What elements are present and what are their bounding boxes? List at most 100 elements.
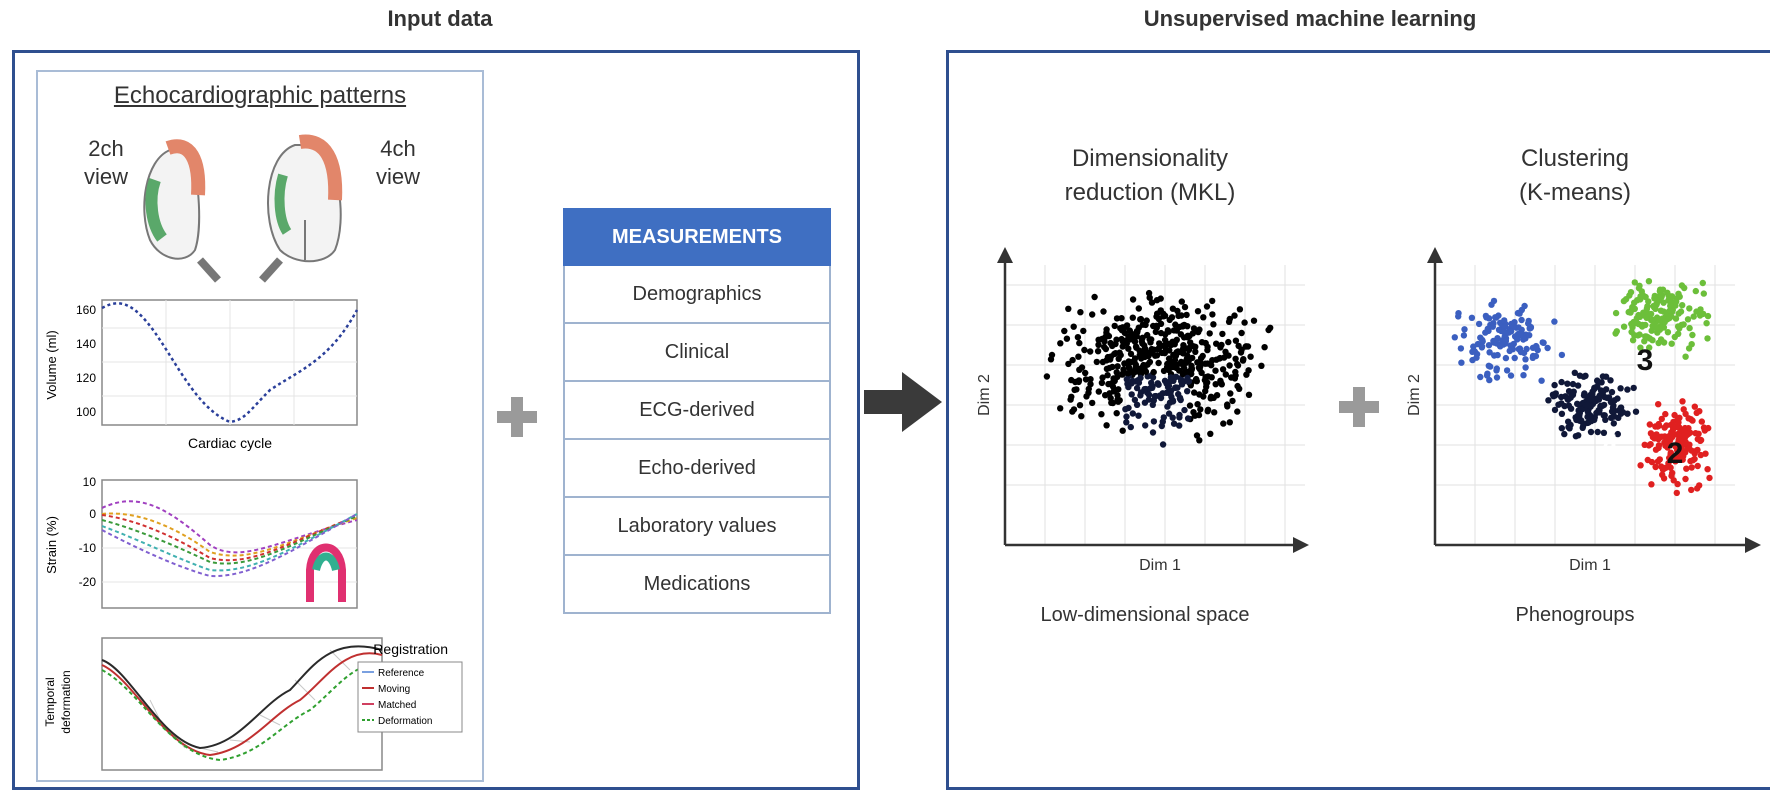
scatter-point — [1175, 390, 1182, 398]
view-2ch-label: 2ch view — [84, 135, 128, 191]
scatter-point — [1225, 338, 1232, 346]
scatter-point — [1129, 334, 1136, 341]
right-arrow-icon — [864, 372, 942, 432]
cluster-4-point — [1578, 406, 1585, 413]
scatter-point — [1180, 334, 1188, 341]
scatter-point — [1133, 401, 1141, 408]
cluster-1-point — [1523, 345, 1530, 353]
cluster-1-point — [1477, 373, 1484, 381]
scatter-point — [1129, 410, 1136, 417]
scatter-point — [1139, 321, 1147, 328]
scatter-point — [1238, 329, 1245, 337]
cluster-3-point — [1656, 317, 1663, 324]
strain-curve-yellow — [101, 512, 358, 557]
scatter-point — [1115, 386, 1122, 393]
cluster-4-point — [1614, 430, 1621, 438]
cluster-4-point — [1611, 397, 1618, 404]
scatter-point — [1166, 399, 1174, 406]
scatter-point — [1129, 314, 1136, 321]
cluster-3-point — [1631, 279, 1638, 286]
scatter-point — [1148, 379, 1155, 387]
scatter-point — [1203, 303, 1211, 310]
volume-plot: 160 140 120 100 Cardiac cycle Volume (ml… — [44, 299, 359, 451]
cluster-3-point — [1628, 328, 1635, 336]
scatter-point — [1174, 384, 1181, 391]
view-4ch-label: 4ch view — [376, 135, 420, 191]
scatter-point — [1063, 335, 1071, 342]
scatter-point — [1188, 366, 1195, 374]
scatter-point — [1231, 375, 1239, 382]
cluster-1-point — [1522, 356, 1529, 363]
cluster-2-point — [1692, 430, 1699, 437]
scatter-point — [1127, 350, 1135, 358]
scatter-point — [1224, 403, 1231, 410]
cluster-3-point — [1658, 293, 1665, 301]
plus-icon-right — [1339, 387, 1379, 427]
strain-ytick-10: 10 — [83, 475, 97, 489]
scatter-point — [1142, 422, 1149, 429]
cluster-1-point — [1517, 348, 1525, 356]
clustering-scatter: 3 4 2 Dim 1 Dim 2 — [1406, 247, 1761, 574]
cluster-1-point — [1502, 354, 1510, 362]
cluster-1-point — [1486, 349, 1493, 356]
cluster-2-point — [1696, 482, 1703, 489]
cluster-3-point — [1613, 328, 1620, 335]
scatter-point — [1190, 325, 1198, 332]
strain-ylabel: Strain (%) — [44, 516, 59, 574]
cluster-2-point — [1648, 481, 1655, 488]
cluster-3-point — [1612, 309, 1620, 317]
legend-deformation: Deformation — [378, 716, 432, 727]
scatter-point — [1204, 346, 1211, 354]
cluster-3-point — [1676, 293, 1683, 300]
scatter-point — [1267, 324, 1274, 331]
cluster-3-point — [1631, 305, 1638, 312]
cluster-1-point — [1514, 336, 1521, 343]
scatter-point — [1199, 352, 1206, 360]
cluster-4-point — [1561, 430, 1568, 438]
cluster-2-point — [1679, 456, 1686, 463]
cluster-1-point — [1526, 332, 1533, 339]
legend-matched: Matched — [378, 700, 416, 711]
cluster-4-point — [1562, 393, 1569, 400]
cluster-1-point — [1477, 334, 1484, 341]
cluster-2-point — [1694, 462, 1701, 470]
clustering-title: Clustering (K-means) — [1445, 142, 1705, 210]
scatter-point — [1076, 402, 1084, 409]
cluster-2-point — [1706, 474, 1713, 482]
scatter-point — [1147, 339, 1154, 346]
scatter-point — [1165, 410, 1173, 417]
cluster-1-point — [1525, 320, 1532, 327]
cluster-3-point — [1637, 344, 1644, 351]
scatter-point — [1183, 311, 1190, 319]
cluster-4-point — [1572, 433, 1580, 440]
cluster-3-point — [1677, 308, 1685, 315]
scatter-point — [1125, 364, 1133, 371]
strain-ytick-minus20: -20 — [79, 575, 97, 589]
scatter-point — [1193, 375, 1200, 383]
strain-plot-frame — [101, 479, 358, 609]
cluster-2-point — [1682, 475, 1689, 483]
scatter-point — [1184, 374, 1191, 382]
cluster-1-point — [1507, 372, 1515, 379]
cluster-3-point — [1703, 320, 1710, 327]
scatter-point — [1141, 348, 1149, 356]
scatter-point — [1210, 321, 1217, 328]
cluster-4-point — [1549, 391, 1557, 398]
cluster-3-point — [1672, 315, 1680, 322]
scatter-point — [1244, 343, 1252, 350]
scatter-point — [1129, 377, 1136, 385]
scatter-point — [1105, 380, 1112, 388]
dim-reduction-title-line2: reduction (MKL) — [1064, 179, 1236, 206]
cluster-1-point — [1529, 354, 1536, 361]
dim-reduction-title-line1: Dimensionality — [1071, 145, 1229, 172]
scatter-point — [1085, 385, 1092, 393]
scatter-point — [1176, 414, 1183, 421]
scatter-point — [1239, 357, 1247, 364]
scatter-point — [1074, 334, 1082, 341]
scatter-point — [1138, 338, 1145, 345]
cluster-1-point — [1475, 320, 1483, 328]
cluster-3-point — [1647, 310, 1655, 318]
cluster-label-2: 2 — [1667, 437, 1684, 470]
cluster-4-point — [1565, 418, 1572, 425]
cluster-1-point — [1493, 367, 1500, 374]
